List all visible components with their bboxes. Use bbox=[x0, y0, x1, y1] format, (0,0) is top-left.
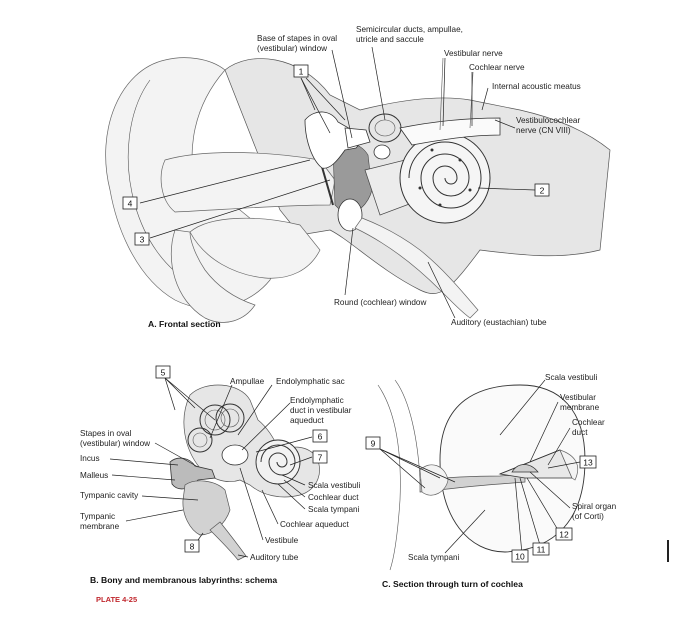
label-base-stapes-1: Base of stapes in oval bbox=[257, 34, 337, 43]
label-incus: Incus bbox=[80, 454, 100, 463]
number-1: 1 bbox=[299, 67, 304, 77]
cochlear-nerve-stem bbox=[469, 71, 474, 129]
number-box-11 bbox=[532, 542, 550, 556]
number-7: 7 bbox=[318, 453, 323, 463]
label-vestibulocochlear-1: Vestibulocochlear bbox=[516, 116, 580, 125]
panel-c-leaders bbox=[379, 379, 581, 555]
number-box-2 bbox=[534, 183, 550, 197]
label-endolymphatic-duct-1: Endolymphatic bbox=[290, 396, 344, 405]
number-11: 11 bbox=[537, 545, 546, 555]
label-scala-vestibuli-c: Scala vestibuli bbox=[545, 373, 598, 382]
label-endolymphatic-sac: Endolymphatic sac bbox=[276, 377, 345, 386]
number-3: 3 bbox=[140, 235, 145, 245]
number-box-3 bbox=[134, 232, 150, 246]
label-round-window: Round (cochlear) window bbox=[334, 298, 426, 307]
number-box-10 bbox=[511, 549, 529, 563]
label-vestibular-membrane-1: Vestibular bbox=[560, 393, 596, 402]
label-scala-vestibuli-b: Scala vestibuli bbox=[308, 481, 361, 490]
label-auditory-tube-b: Auditory tube bbox=[250, 553, 299, 562]
number-6: 6 bbox=[318, 432, 323, 442]
label-cochlear-duct-b: Cochlear duct bbox=[308, 493, 359, 502]
number-10: 10 bbox=[515, 552, 525, 562]
number-box-9 bbox=[365, 436, 381, 450]
label-cochlear-aqueduct: Cochlear aqueduct bbox=[280, 520, 349, 529]
label-tympanic-cavity: Tympanic cavity bbox=[80, 491, 139, 500]
organ-of-corti bbox=[511, 464, 539, 473]
cochlea-schema bbox=[255, 439, 301, 485]
label-base-stapes-2: (vestibular) window bbox=[257, 44, 327, 53]
label-stapes-oval-2: (vestibular) window bbox=[80, 439, 150, 448]
label-cochlear-duct-c-1: Cochlear bbox=[572, 418, 605, 427]
number-box-4 bbox=[122, 196, 138, 210]
number-box-7 bbox=[312, 450, 328, 464]
external-acoustic-meatus bbox=[160, 152, 336, 213]
number-box-6 bbox=[312, 429, 328, 443]
number-13: 13 bbox=[583, 458, 593, 468]
panel-a-frontal-section: Base of stapes in oval (vestibular) wind… bbox=[105, 25, 611, 329]
label-endolymphatic-duct-2: duct in vestibular bbox=[290, 406, 352, 415]
label-vestibule: Vestibule bbox=[265, 536, 299, 545]
stria-vascularis bbox=[559, 449, 579, 481]
label-cochlear-duct-c-2: duct bbox=[572, 428, 588, 437]
number-12: 12 bbox=[559, 530, 569, 540]
label-stapes-oval-1: Stapes in oval bbox=[80, 429, 132, 438]
label-tympanic-membrane-1: Tympanic bbox=[80, 512, 115, 521]
label-scala-tympani-c: Scala tympani bbox=[408, 553, 460, 562]
ossicle-chain bbox=[169, 457, 216, 490]
label-semicircular-2: utricle and saccule bbox=[356, 35, 424, 44]
number-5: 5 bbox=[161, 368, 166, 378]
number-8: 8 bbox=[190, 542, 195, 552]
ossicles bbox=[304, 111, 360, 169]
mastoid-region bbox=[189, 217, 321, 279]
number-box-1 bbox=[293, 64, 309, 78]
vestibule-schema bbox=[221, 444, 249, 466]
number-box-13 bbox=[579, 455, 597, 469]
number-box-8 bbox=[184, 539, 200, 553]
number-9: 9 bbox=[371, 439, 376, 449]
panel-a-leaders bbox=[139, 46, 536, 319]
stapes bbox=[344, 127, 371, 149]
plate-number: PLATE 4-25 bbox=[96, 595, 137, 604]
ear-lobe bbox=[170, 229, 256, 323]
auditory-tube-schema bbox=[209, 521, 247, 561]
panel-b-leaders bbox=[109, 377, 313, 558]
label-spiral-organ-1: Spiral organ bbox=[572, 502, 617, 511]
vestibular-nerve-stem bbox=[439, 57, 444, 131]
round-window-region bbox=[337, 198, 363, 232]
label-semicircular-1: Semicircular ducts, ampullae, bbox=[356, 25, 463, 34]
panel-b-labyrinth-schema: Ampullae Endolymphatic sac Endolymphatic… bbox=[80, 365, 361, 604]
number-2: 2 bbox=[540, 186, 545, 196]
number-box-12 bbox=[555, 527, 573, 541]
label-spiral-organ-2: (of Corti) bbox=[572, 512, 604, 521]
panel-c-cochlea-turn: Scala vestibuli Vestibular membrane Coch… bbox=[365, 373, 617, 589]
caption-panel-c: C. Section through turn of cochlea bbox=[382, 579, 523, 589]
auditory-tube-structure bbox=[354, 217, 479, 319]
spiral-ganglion bbox=[419, 464, 449, 496]
label-endolymphatic-duct-3: aqueduct bbox=[290, 416, 324, 425]
caption-panel-a: A. Frontal section bbox=[148, 319, 221, 329]
number-box-5 bbox=[155, 365, 171, 379]
caption-panel-b: B. Bony and membranous labyrinths: schem… bbox=[90, 575, 277, 585]
label-internal-meatus: Internal acoustic meatus bbox=[492, 82, 581, 91]
label-vestibular-nerve: Vestibular nerve bbox=[444, 49, 503, 58]
label-ampullae: Ampullae bbox=[230, 377, 265, 386]
bony-wall-inner bbox=[394, 379, 421, 481]
label-malleus: Malleus bbox=[80, 471, 108, 480]
label-scala-tympani-b: Scala tympani bbox=[308, 505, 360, 514]
label-vestibular-membrane-2: membrane bbox=[560, 403, 600, 412]
label-tympanic-membrane-2: membrane bbox=[80, 522, 120, 531]
page-scroll-marker[interactable] bbox=[667, 540, 669, 562]
label-auditory-tube-a: Auditory (eustachian) tube bbox=[451, 318, 547, 327]
number-4: 4 bbox=[128, 199, 133, 209]
vestibulocochlear-nerve bbox=[399, 117, 501, 146]
cochlea bbox=[399, 132, 491, 224]
label-vestibulocochlear-2: nerve (CN VIII) bbox=[516, 126, 571, 135]
label-cochlear-nerve: Cochlear nerve bbox=[469, 63, 525, 72]
bony-wall-left bbox=[377, 384, 401, 571]
semicircular-ducts-schema bbox=[187, 403, 245, 453]
